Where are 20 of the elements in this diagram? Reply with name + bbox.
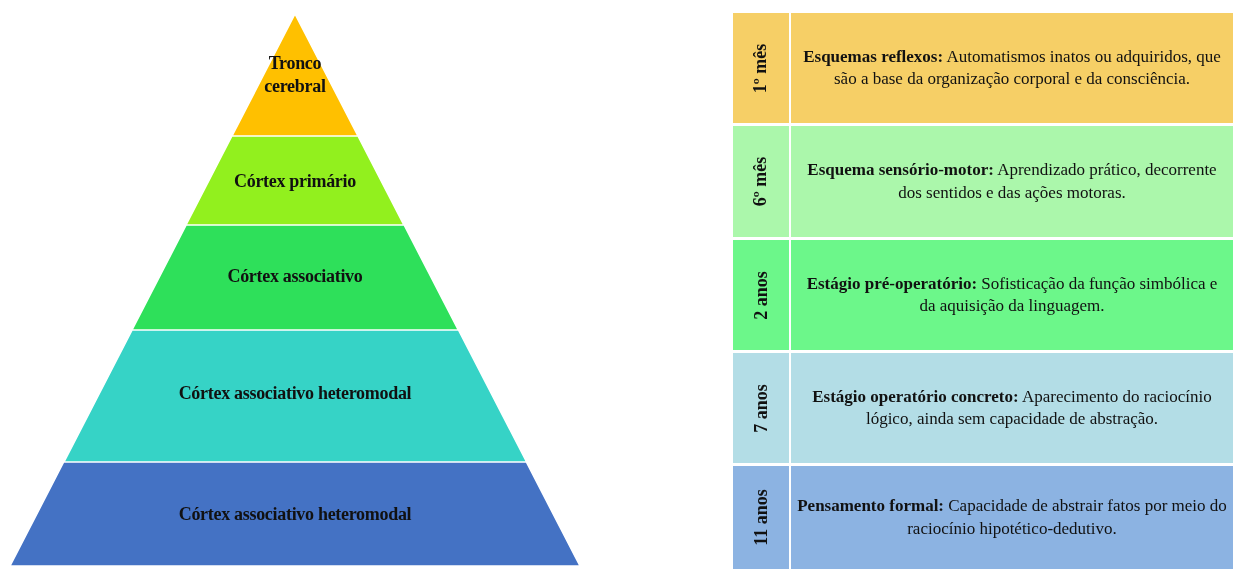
pyramid-band (63, 330, 527, 462)
stage-description-cell: Estágio operatório concreto: Aparecimento do raciocínio lógico, ainda sem capacidade de abstração. (791, 353, 1233, 463)
layer-label: Córtex associativo heteromodal (177, 503, 413, 526)
layer-label: Córtex primário (233, 170, 357, 193)
layer-label: Córtex associativo heteromodal (177, 382, 413, 405)
stage-description-cell: Estágio pré-operatório: Sofisticação da função simbólica e da aquisição da linguagem. (791, 240, 1233, 350)
stage-description-cell: Esquemas reflexos: Automatismos inatos ou adquiridos, que são a base da organização corporal e da consciência. (791, 13, 1233, 123)
pyramid-top-triangle (232, 14, 358, 136)
age-cell: 6º mês (733, 126, 789, 237)
pyramid-band (131, 225, 459, 330)
stage-description-cell: Pensamento formal: Capacidade de abstrair fatos por meio do raciocínio hipotético-dedutivo. (791, 466, 1233, 569)
layer-label: Tronco cerebral (263, 52, 327, 97)
age-cell: 7 anos (733, 353, 789, 463)
stage-description-cell: Esquema sensório-motor: Aprendizado prático, decorrente dos sentidos e das ações motoras. (791, 126, 1233, 237)
age-cell: 11 anos (733, 466, 789, 569)
age-cell: 1º mês (733, 13, 789, 123)
layer-label: Córtex associativo (226, 265, 364, 288)
age-cell: 2 anos (733, 240, 789, 350)
pyramid-band (10, 462, 580, 566)
pyramid-band (186, 136, 404, 225)
